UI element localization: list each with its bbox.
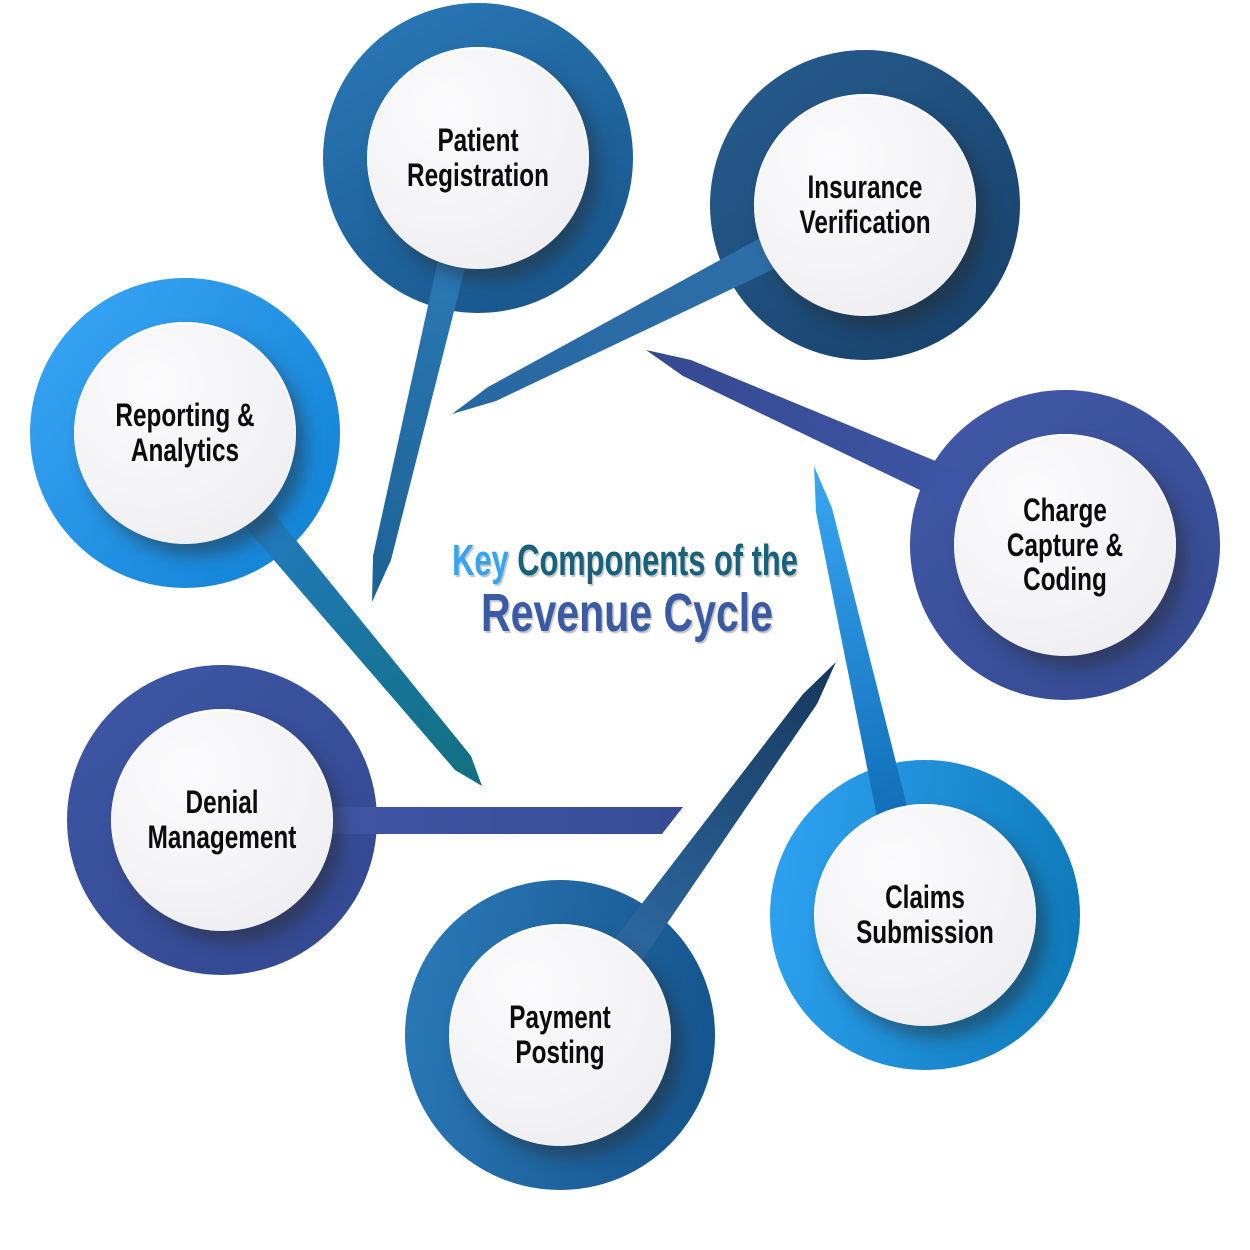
node-charge-capture-coding: Charge Capture & Coding (954, 434, 1176, 656)
diagram-title-line2: Revenue Cycle (481, 583, 773, 643)
node-reporting-analytics: Reporting & Analytics (74, 322, 296, 544)
node-label-patient-registration: Patient Registration (407, 122, 549, 193)
node-label-insurance-verification: Insurance Verification (799, 169, 931, 240)
node-label-payment-posting: Payment Posting (509, 999, 611, 1070)
node-label-charge-capture-coding: Charge Capture & Coding (1006, 492, 1124, 598)
node-claims-submission: Claims Submission (814, 804, 1036, 1026)
node-label-reporting-analytics: Reporting & Analytics (115, 397, 255, 468)
node-patient-registration: Patient Registration (367, 47, 589, 269)
title-accent-text: Key (452, 536, 509, 585)
node-label-denial-management: Denial Management (147, 784, 297, 855)
node-payment-posting: Payment Posting (449, 924, 671, 1146)
title-rest-text: Components of the (508, 536, 798, 585)
node-denial-management: Denial Management (111, 709, 333, 931)
diagram-title-line1: Key Components of the (452, 536, 798, 586)
node-insurance-verification: Insurance Verification (754, 94, 976, 316)
connector-denial-management (332, 807, 683, 834)
connector-charge-capture-coding (646, 350, 967, 506)
node-label-claims-submission: Claims Submission (856, 879, 994, 950)
